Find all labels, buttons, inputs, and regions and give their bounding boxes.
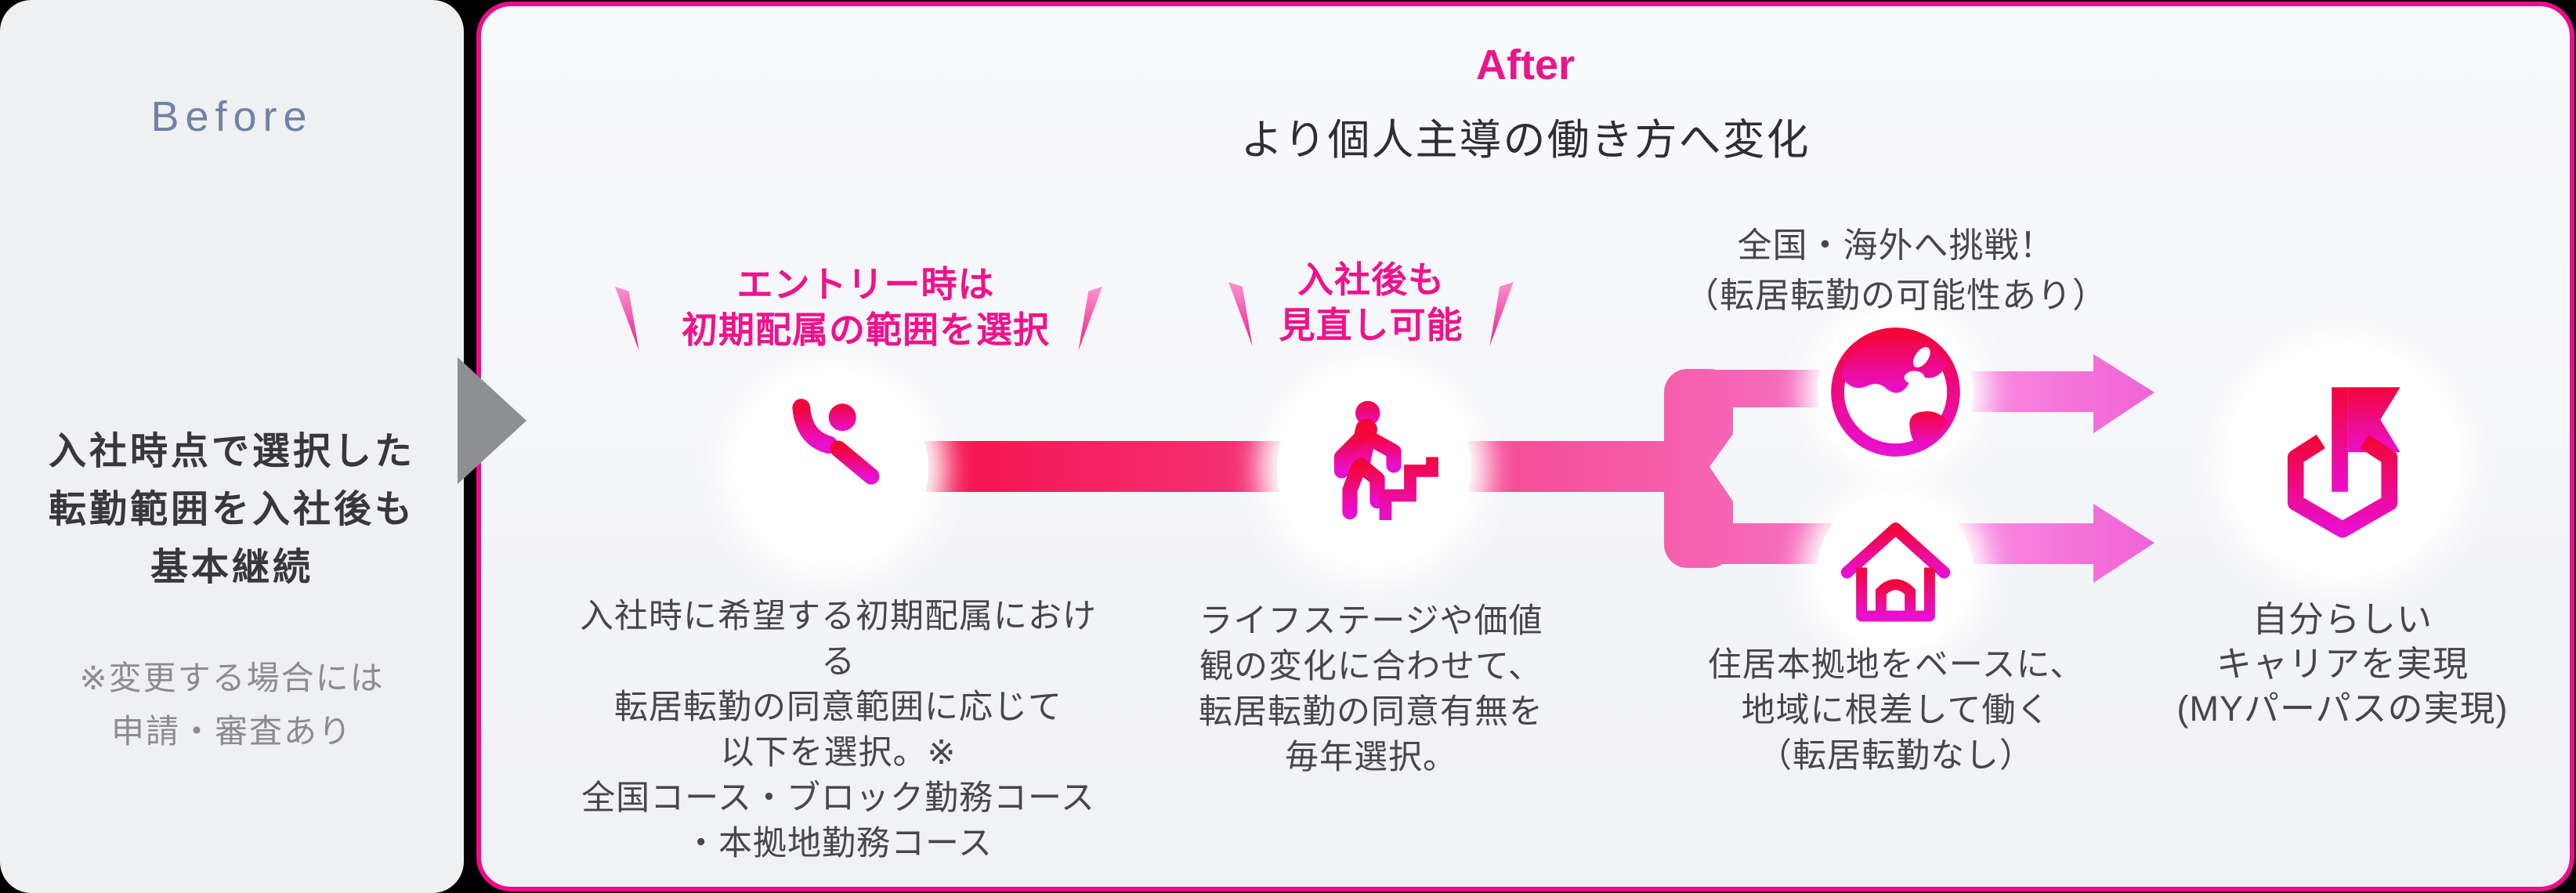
before-main-line: 転勤範囲を入社後も [48,489,415,530]
before-note-line: 申請・審査あり [110,713,353,750]
person-climbing-stairs-icon [1333,400,1438,526]
step2-label: 入社後も 見直し可能 [1183,257,1559,348]
step2-caption-line: ライフステージや価値 [1199,602,1543,640]
transition-right-arrow-icon [458,357,526,484]
before-note-line: ※変更する場合には [79,660,385,696]
branch-bottom-node [1803,479,1988,663]
goal-caption-line: (MYパーパスの実現) [2176,689,2509,728]
goal-caption-line: 自分らしい [2252,599,2433,639]
branch-bottom-caption-line: 地域に根差して働く [1741,692,2051,729]
flag-shield-logo-icon [2287,387,2401,538]
branch-top-node [1803,299,1988,484]
step1-node [719,355,946,582]
step2-label-line: 見直し可能 [1279,305,1463,345]
globe-icon [1831,327,1960,457]
after-title: After [1475,42,1575,89]
before-panel: Before 入社時点で選択した 転勤範囲を入社後も 基本継続 ※変更する場合に… [0,0,464,893]
step1-caption: 入社時に希望する初期配属における 転居転勤の同意範囲に応じて 以下を選択。※ 全… [580,594,1097,866]
before-main-text: 入社時点で選択した 転勤範囲を入社後も 基本継続 [0,423,464,597]
step1-caption-line: 転居転勤の同意範囲に応じて [614,689,1062,726]
step1-caption-line: ・本拠地勤務コース [684,825,993,862]
step1-label-line: エントリー時は [736,264,995,305]
step1-caption-line: 全国コース・ブロック勤務コース [581,779,1095,817]
step2-caption: ライフステージや価値 観の変化に合わせて、 転居転勤の同意有無を 毎年選択。 [1136,598,1606,780]
goal-node [2211,329,2474,592]
step1-label-line: 初期配属の範囲を選択 [682,309,1050,350]
step2-caption-line: 転居転勤の同意有無を [1199,693,1543,731]
step2-caption-line: 観の変化に合わせて、 [1199,648,1543,685]
branch-top-caption-line: 全国・海外へ挑戦！ [1737,226,2055,265]
branch-bottom-caption-line: （転居転勤なし） [1758,737,2034,775]
step1-label: エントリー時は 初期配属の範囲を選択 [615,262,1116,352]
before-main-line: 基本継続 [150,547,313,588]
step2-caption-line: 毎年選択。 [1285,739,1457,776]
fork-bracket [1664,369,1733,568]
goal-caption-line: キャリアを実現 [2216,644,2469,684]
branch-bottom-caption-line: 住居本拠地をベースに、 [1707,646,2085,684]
step2-node [1259,353,1489,584]
step2-label-line: 入社後も [1297,259,1445,300]
after-subtitle: より個人主導の働き方へ変化 [1240,117,1811,164]
before-note-text: ※変更する場合には 申請・審査あり [0,652,464,758]
house-icon [1840,522,1951,622]
person-raising-hand-icon [792,399,880,530]
before-main-line: 入社時点で選択した [48,431,415,472]
branch-bottom-caption: 住居本拠地をベースに、 地域に根差して働く （転居転勤なし） [1661,642,2131,779]
step1-caption-line: 入社時に希望する初期配属における [580,598,1097,681]
before-title: Before [150,93,313,140]
fork-notch [1709,434,1733,501]
branch-top-caption: 全国・海外へ挑戦！ （転居転勤の可能性あり） [1661,221,2131,321]
goal-caption: 自分らしい キャリアを実現 (MYパーパスの実現) [2115,597,2570,731]
branch-top-caption-line: （転居転勤の可能性あり） [1684,277,2107,315]
step1-caption-line: 以下を選択。※ [720,734,957,772]
